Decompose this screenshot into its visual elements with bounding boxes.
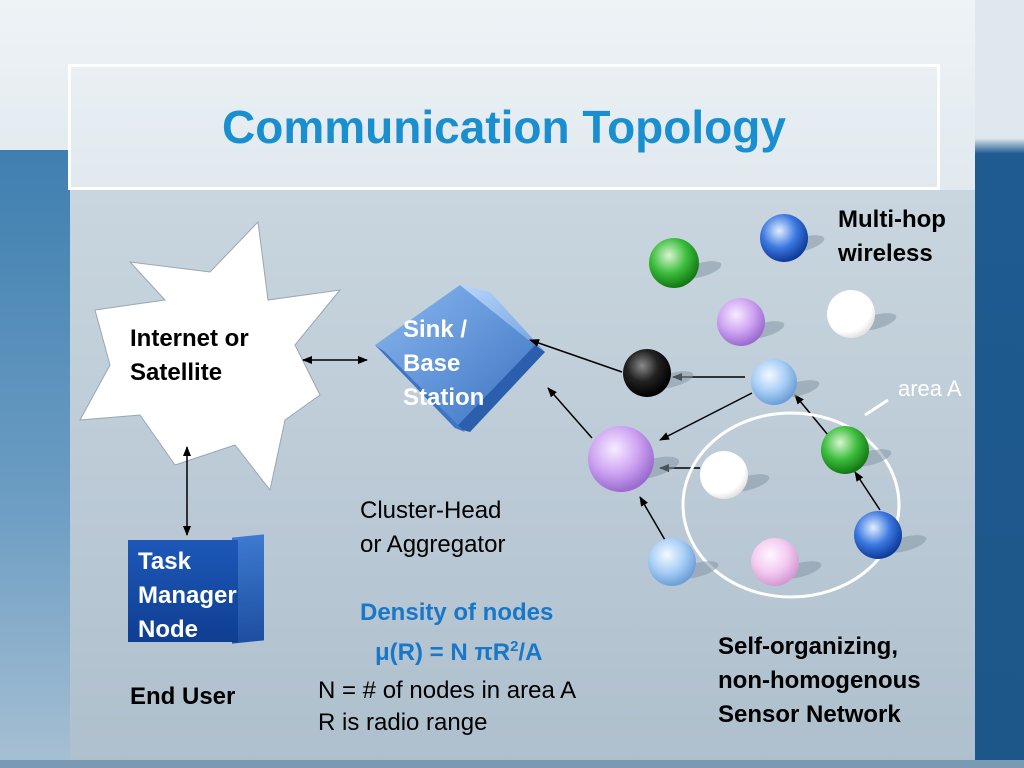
sensor-node-green-2: [821, 426, 869, 474]
density-formula-exponent: 2: [510, 638, 519, 655]
task-manager-node-label: Task Manager Node: [138, 548, 237, 643]
title-frame: [68, 64, 940, 190]
left-band: [0, 150, 70, 768]
internet-starburst-shape: [79, 220, 342, 492]
link-bottom-to-cluster: [639, 496, 666, 541]
cluster-head-label: Cluster-Head or Aggregator: [360, 497, 506, 558]
area-a-pointer: [864, 398, 889, 417]
end-user-label: End User: [130, 683, 236, 710]
legend-node-count: N = # of nodes in area A: [318, 677, 577, 704]
multihop-wireless-label: Multi-hop wireless: [838, 206, 946, 267]
sink-base-station-icon: [375, 285, 545, 432]
link-cluster-to-sink: [547, 387, 593, 439]
cluster-head-node: [588, 426, 654, 492]
right-band: [975, 0, 1024, 768]
sensor-node-white: [827, 290, 875, 338]
area-a-boundary: [681, 411, 901, 599]
density-heading: Density of nodes: [360, 599, 554, 626]
sensor-node-lilac: [717, 298, 765, 346]
task-manager-node-box: [128, 540, 238, 642]
density-formula-suffix: /A: [518, 639, 543, 666]
sensor-node-black: [623, 349, 671, 397]
sensor-network-label: Self-organizing, non-homogenous Sensor N…: [718, 633, 921, 728]
bottom-band: [0, 760, 1024, 768]
sink-base-station-label: Sink / Base Station: [403, 316, 485, 411]
sensor-node-lightblue-2: [648, 538, 696, 586]
link-black-to-sink: [529, 339, 623, 373]
sensor-node-blue: [760, 214, 808, 262]
sensor-node-blue-2: [854, 511, 902, 559]
sensor-node-pink: [751, 538, 799, 586]
density-formula: μ(R) = N πR2/A: [375, 630, 542, 670]
sensor-node-white-2: [700, 451, 748, 499]
sensor-node-green: [649, 238, 699, 288]
link-blue-to-green: [854, 471, 881, 511]
internet-satellite-label: Internet or Satellite: [130, 325, 249, 386]
sensor-node-lightblue: [751, 359, 797, 405]
area-a-label: area A: [898, 376, 962, 401]
slide-title: Communication Topology: [222, 101, 786, 153]
legend-radio-range: R is radio range: [318, 709, 488, 736]
link-lightblue-to-cluster: [659, 392, 753, 441]
density-formula-main: μ(R) = N πR: [375, 639, 511, 666]
